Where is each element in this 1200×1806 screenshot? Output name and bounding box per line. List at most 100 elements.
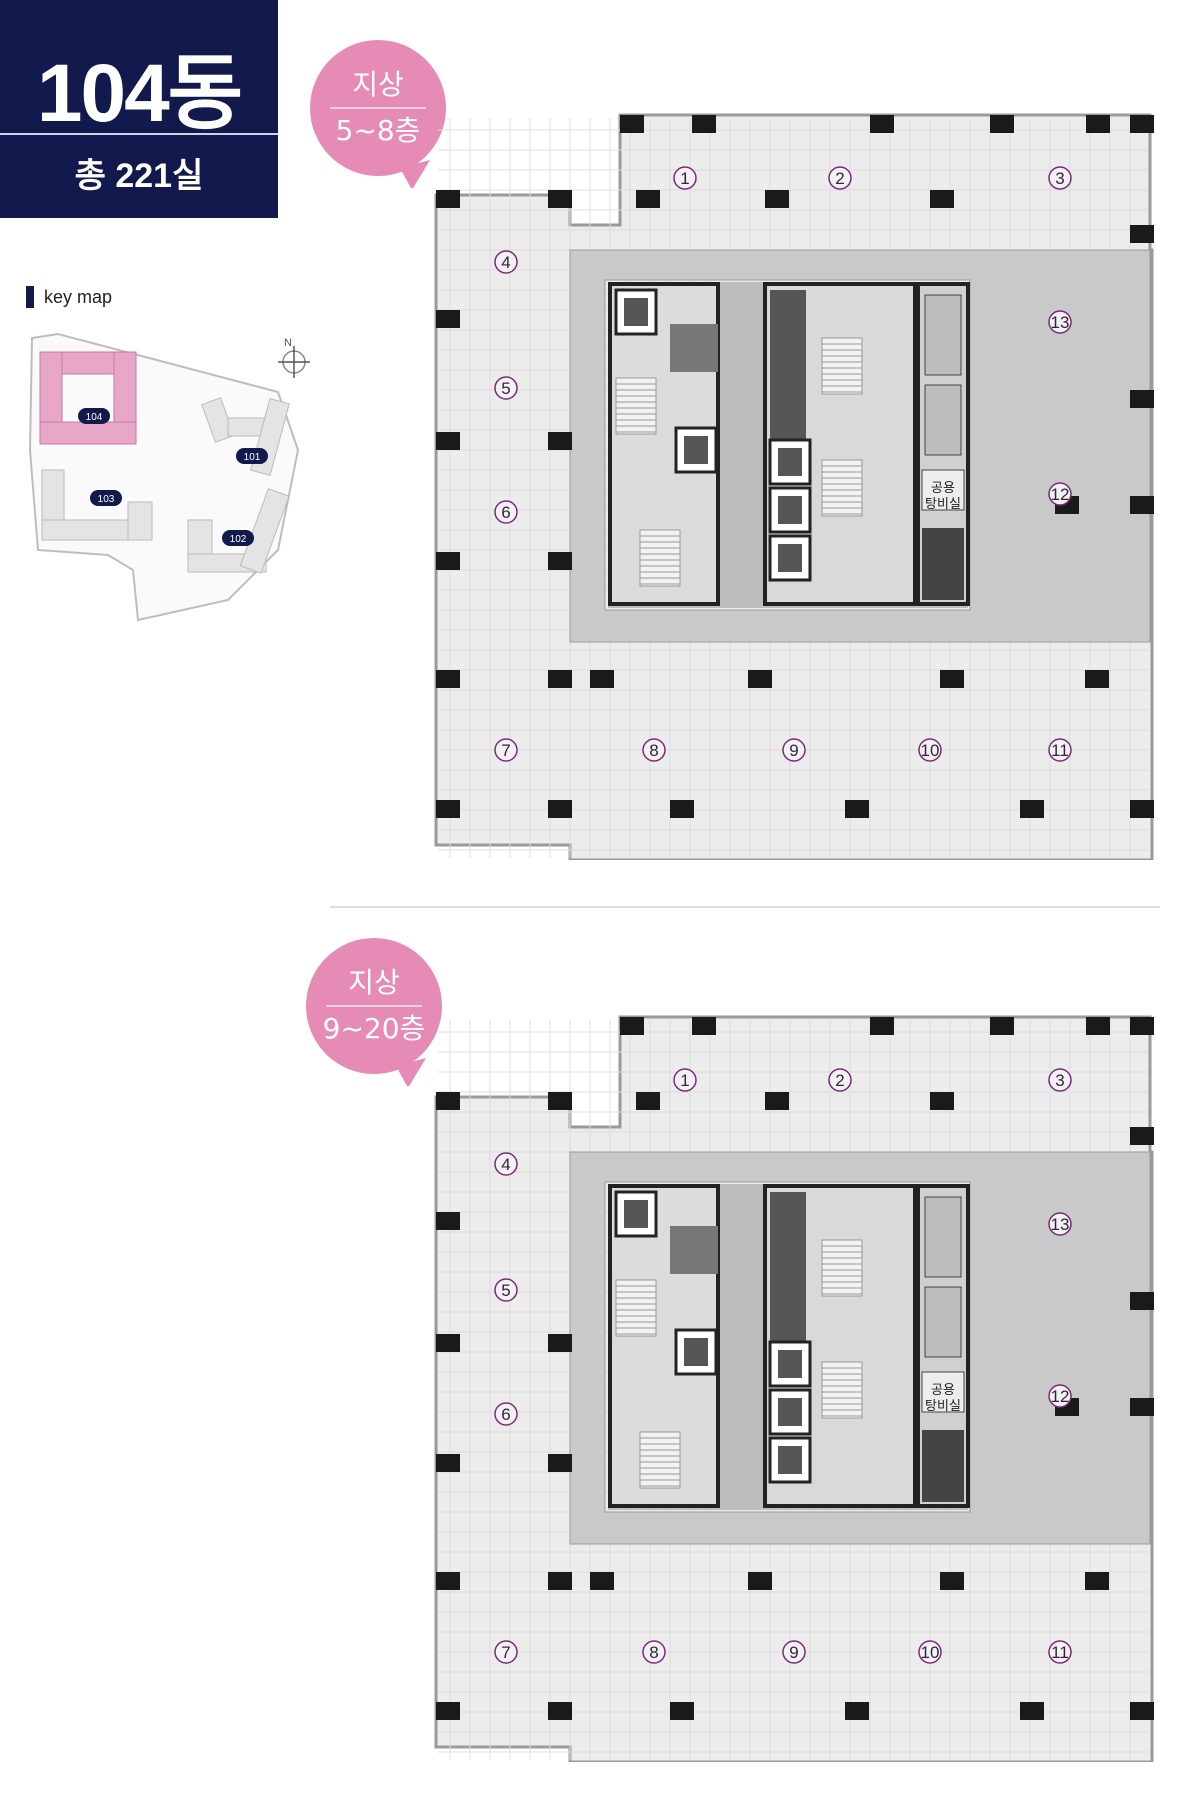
building-header: 104동 총 221실 bbox=[0, 0, 278, 218]
svg-text:104: 104 bbox=[86, 412, 103, 423]
elevator-icon bbox=[768, 1388, 812, 1436]
stairs-icon bbox=[615, 377, 657, 435]
svg-text:101: 101 bbox=[244, 452, 261, 463]
floor-badge-upper: 지상 5~8층 bbox=[310, 40, 446, 188]
corridor bbox=[569, 1151, 1151, 1545]
unit-marker-5: 5 bbox=[494, 376, 518, 400]
unit-marker-8: 8 bbox=[642, 738, 666, 762]
unit-number: 10 bbox=[921, 1643, 940, 1662]
unit-number: 9 bbox=[789, 741, 798, 760]
unit-number: 1 bbox=[680, 1071, 689, 1090]
elevator-icon bbox=[768, 1436, 812, 1484]
elevator-icon bbox=[768, 438, 812, 486]
unit-marker-7: 7 bbox=[494, 1640, 518, 1664]
unit-number: 5 bbox=[501, 379, 510, 398]
unit-number: 11 bbox=[1051, 1643, 1069, 1662]
building-title: 104동 bbox=[36, 48, 243, 139]
unit-marker-13: 13 bbox=[1048, 1212, 1072, 1236]
building-core bbox=[608, 1184, 970, 1510]
unit-marker-7: 7 bbox=[494, 738, 518, 762]
floor-badge-upper-bottom: 5~8층 bbox=[336, 114, 421, 147]
unit-marker-2: 2 bbox=[828, 1068, 852, 1092]
structural-columns bbox=[436, 115, 1154, 818]
unit-marker-13: 13 bbox=[1048, 310, 1072, 334]
unit-marker-6: 6 bbox=[494, 500, 518, 524]
pantry-label-line1: 공용 bbox=[931, 1383, 955, 1398]
pantry-label-line1: 공용 bbox=[931, 481, 955, 496]
unit-number: 3 bbox=[1055, 169, 1064, 188]
unit-number: 8 bbox=[649, 1643, 658, 1662]
svg-text:102: 102 bbox=[230, 534, 247, 545]
svg-text:103: 103 bbox=[98, 494, 115, 505]
unit-marker-9: 9 bbox=[782, 1640, 806, 1664]
unit-marker-6: 6 bbox=[494, 1402, 518, 1426]
keymap-label: key map bbox=[44, 286, 113, 307]
unit-number: 8 bbox=[649, 741, 658, 760]
elevator-icon bbox=[614, 1190, 658, 1238]
total-units: 총 221실 bbox=[74, 157, 204, 195]
unit-number: 6 bbox=[501, 1405, 510, 1424]
unit-marker-8: 8 bbox=[642, 1640, 666, 1664]
unit-number: 1 bbox=[680, 169, 689, 188]
floor-badge-lower-top: 지상 bbox=[348, 966, 400, 999]
building-102-footprint bbox=[187, 488, 290, 574]
unit-marker-11: 11 bbox=[1048, 738, 1072, 762]
stairs-icon bbox=[639, 529, 681, 587]
structural-columns bbox=[436, 1017, 1154, 1720]
floor-badge-lower: 지상 9~20층 bbox=[306, 938, 442, 1086]
corridor bbox=[569, 249, 1151, 643]
elevator-icon bbox=[674, 1328, 718, 1376]
stairs-icon bbox=[821, 1239, 863, 1297]
site-keymap: N 104 101 103 102 bbox=[28, 332, 310, 622]
unit-marker-12: 12 bbox=[1048, 482, 1072, 506]
unit-number: 10 bbox=[921, 741, 940, 760]
unit-marker-1: 1 bbox=[673, 1068, 697, 1092]
unit-number: 13 bbox=[1051, 313, 1070, 332]
header-divider bbox=[0, 133, 278, 135]
keymap-label-104: 104 bbox=[78, 408, 110, 424]
building-core bbox=[608, 282, 970, 608]
unit-marker-3: 3 bbox=[1048, 166, 1072, 190]
unit-number: 3 bbox=[1055, 1071, 1064, 1090]
elevator-icon bbox=[614, 288, 658, 336]
keymap-label-102: 102 bbox=[222, 530, 254, 546]
unit-number: 6 bbox=[501, 503, 510, 522]
unit-marker-4: 4 bbox=[494, 1152, 518, 1176]
keymap-marker-icon bbox=[26, 286, 34, 308]
keymap-label-101: 101 bbox=[236, 448, 268, 464]
unit-number: 13 bbox=[1051, 1215, 1070, 1234]
unit-number: 11 bbox=[1051, 741, 1069, 760]
unit-marker-10: 10 bbox=[918, 738, 942, 762]
compass-icon: N bbox=[278, 337, 310, 378]
stairs-icon bbox=[639, 1431, 681, 1489]
unit-marker-10: 10 bbox=[918, 1640, 942, 1664]
unit-marker-4: 4 bbox=[494, 250, 518, 274]
pantry-label-line2: 탕비실 bbox=[925, 497, 961, 512]
site-outline bbox=[28, 332, 300, 622]
keymap-heading: key map bbox=[26, 286, 112, 308]
stairs-icon bbox=[821, 1361, 863, 1419]
elevator-icon bbox=[768, 1340, 812, 1388]
building-103-footprint bbox=[41, 469, 153, 541]
pantry-label-line2: 탕비실 bbox=[925, 1399, 961, 1414]
unit-number: 7 bbox=[501, 1643, 510, 1662]
unit-number: 2 bbox=[835, 169, 844, 188]
stairs-icon bbox=[821, 459, 863, 517]
floor-badge-upper-top: 지상 bbox=[352, 68, 404, 101]
unit-marker-1: 1 bbox=[673, 166, 697, 190]
section-divider bbox=[330, 906, 1160, 908]
building-104-footprint bbox=[39, 351, 137, 445]
unit-marker-9: 9 bbox=[782, 738, 806, 762]
stairs-icon bbox=[615, 1279, 657, 1337]
unit-marker-12: 12 bbox=[1048, 1384, 1072, 1408]
elevator-icon bbox=[674, 426, 718, 474]
unit-number: 9 bbox=[789, 1643, 798, 1662]
unit-number: 12 bbox=[1051, 485, 1070, 504]
unit-marker-3: 3 bbox=[1048, 1068, 1072, 1092]
elevator-icon bbox=[768, 486, 812, 534]
unit-marker-2: 2 bbox=[828, 166, 852, 190]
unit-number: 2 bbox=[835, 1071, 844, 1090]
unit-number: 4 bbox=[501, 253, 510, 272]
